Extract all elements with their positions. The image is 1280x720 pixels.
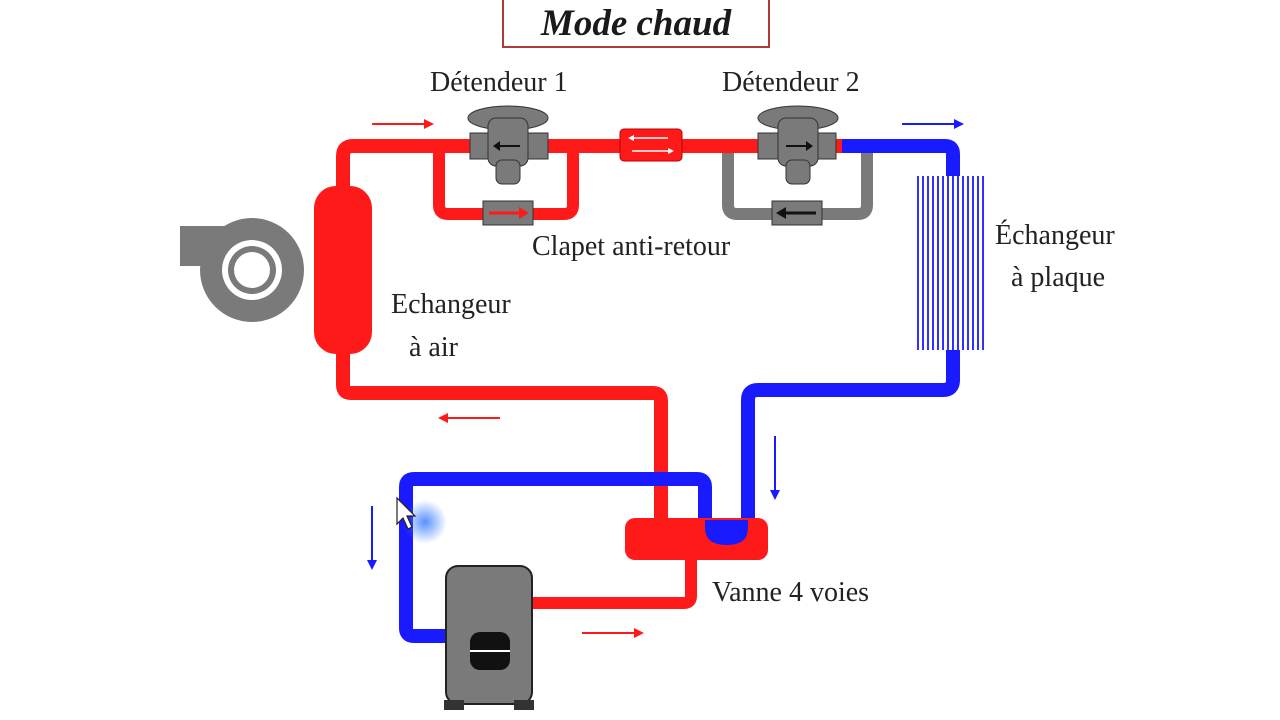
expansion-valve-icon bbox=[757, 105, 839, 185]
bidirectional-filter bbox=[619, 128, 683, 162]
hot-pipe-top bbox=[336, 139, 842, 190]
hot-pipe-discharge bbox=[530, 555, 697, 609]
check-valve-icon bbox=[771, 200, 823, 226]
label-echangeur-plaque-line1: Échangeur bbox=[995, 220, 1115, 251]
air-exchanger bbox=[314, 186, 372, 354]
expansion-valve-icon bbox=[467, 105, 549, 185]
label-vanne-4-voies: Vanne 4 voies bbox=[712, 577, 870, 608]
check-valve-icon bbox=[482, 200, 534, 226]
plate-exchanger bbox=[916, 176, 986, 350]
cold-pipe-right bbox=[741, 139, 960, 530]
label-detendeur-1: Détendeur 1 bbox=[430, 67, 568, 98]
fan-icon bbox=[180, 218, 304, 322]
compressor-icon bbox=[444, 565, 534, 710]
hot-pipe-bottom bbox=[336, 350, 668, 525]
label-echangeur-air-line2: à air bbox=[409, 332, 458, 363]
label-echangeur-air-line1: Echangeur bbox=[391, 289, 511, 320]
label-echangeur-plaque-line2: à plaque bbox=[1011, 262, 1106, 293]
label-detendeur-2: Détendeur 2 bbox=[722, 67, 860, 98]
cold-pipe-left bbox=[399, 472, 712, 643]
diagram-title: Mode chaud bbox=[540, 2, 732, 44]
mouse-cursor-icon bbox=[396, 496, 447, 544]
label-clapet-anti-retour: Clapet anti-retour bbox=[532, 231, 731, 262]
title-box: Mode chaud bbox=[502, 0, 770, 48]
four-way-valve bbox=[625, 518, 768, 560]
